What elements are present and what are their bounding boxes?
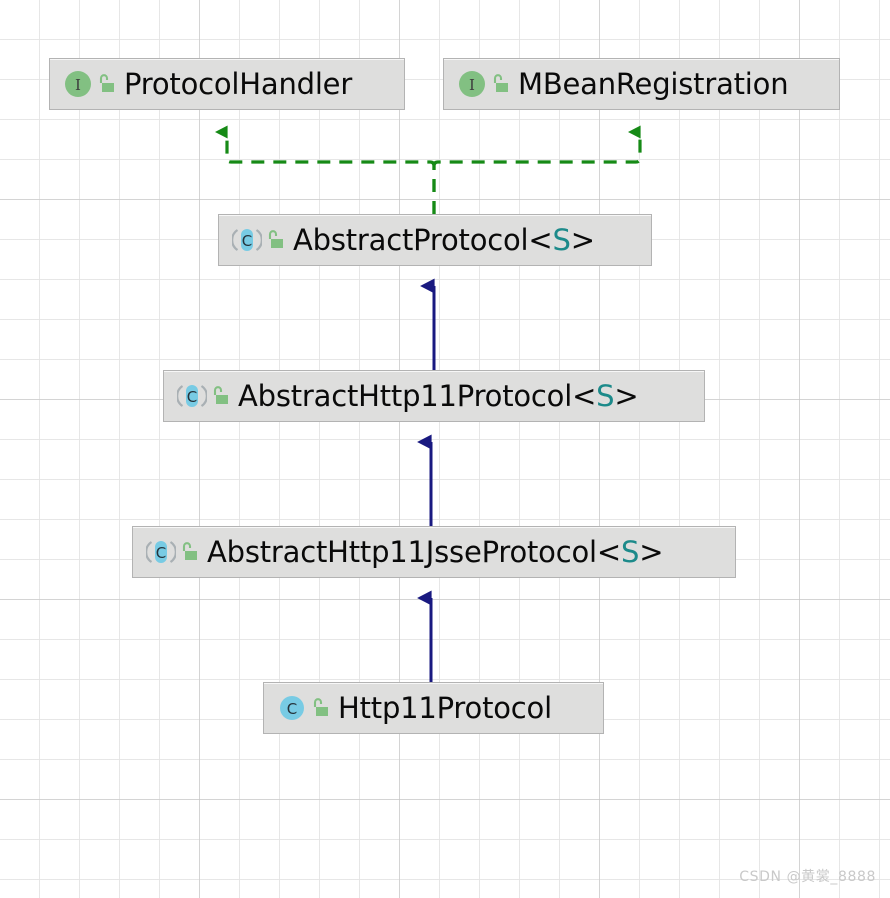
uml-node-abstracthttp11protocol[interactable]: C AbstractHttp11Protocol<S> [163, 370, 705, 422]
open-padlock-icon [311, 698, 329, 718]
edge-realization-protocolhandler [215, 125, 436, 214]
svg-text:C: C [287, 700, 297, 718]
open-padlock-icon [97, 74, 115, 94]
uml-node-abstractprotocol[interactable]: C AbstractProtocol<S> [218, 214, 652, 266]
svg-text:I: I [75, 76, 81, 94]
uml-node-label: ProtocolHandler [124, 66, 353, 101]
abstract-class-icon: C [176, 381, 208, 411]
interface-icon: I [63, 69, 93, 99]
svg-text:C: C [242, 232, 252, 250]
abstract-class-icon: C [231, 225, 263, 255]
edge-realization-mbeanregistration [432, 125, 642, 214]
svg-text:I: I [469, 76, 475, 94]
csdn-watermark: CSDN @黄裳_8888 [739, 869, 876, 885]
interface-icon: I [457, 69, 487, 99]
uml-node-mbeanregistration[interactable]: I MBeanRegistration [443, 58, 840, 110]
svg-text:C: C [156, 544, 166, 562]
uml-node-http11protocol[interactable]: C Http11Protocol [263, 682, 604, 734]
uml-node-label: AbstractHttp11Protocol<S> [238, 378, 639, 413]
open-padlock-icon [491, 74, 509, 94]
class-icon: C [277, 693, 307, 723]
uml-node-abstracthttp11jsseprotocol[interactable]: C AbstractHttp11JsseProtocol<S> [132, 526, 736, 578]
uml-node-label: AbstractHttp11JsseProtocol<S> [207, 534, 664, 569]
uml-node-protocolhandler[interactable]: I ProtocolHandler [49, 58, 405, 110]
uml-node-label: AbstractProtocol<S> [293, 222, 595, 257]
uml-node-label: Http11Protocol [338, 690, 552, 725]
open-padlock-icon [180, 542, 198, 562]
open-padlock-icon [211, 386, 229, 406]
uml-node-label: MBeanRegistration [518, 66, 789, 101]
open-padlock-icon [266, 230, 284, 250]
svg-text:C: C [187, 388, 197, 406]
abstract-class-icon: C [145, 537, 177, 567]
